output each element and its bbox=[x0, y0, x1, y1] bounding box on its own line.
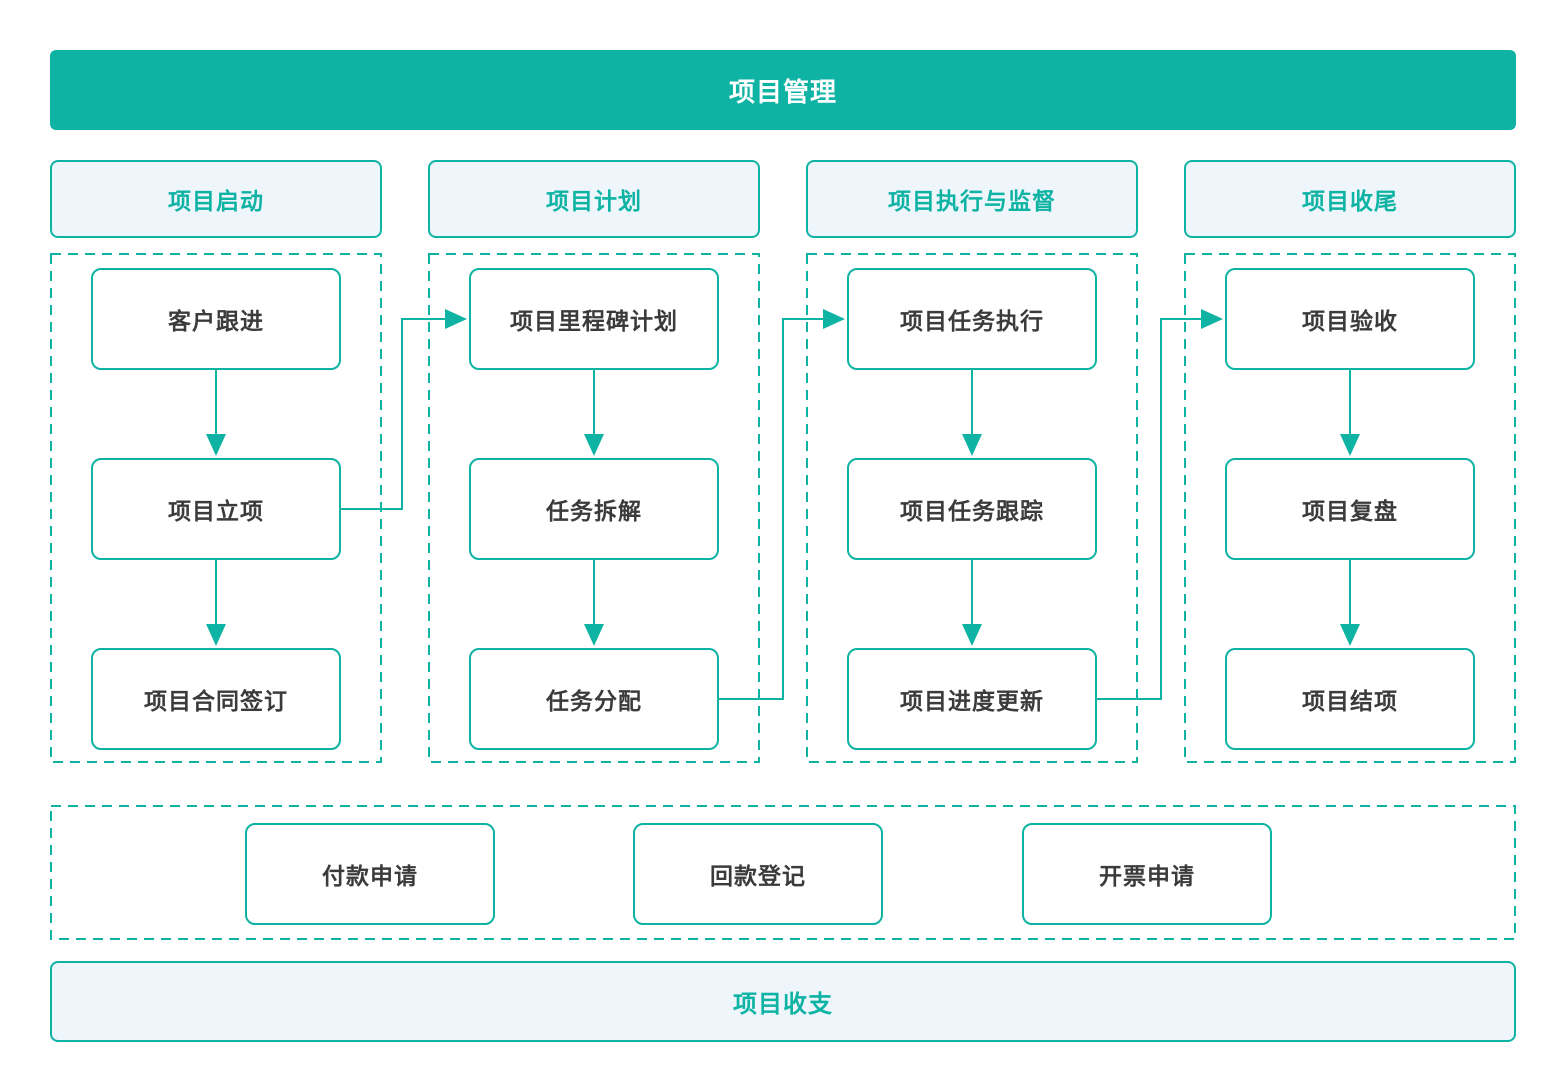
step-project-approval: 项目立项 bbox=[91, 458, 341, 560]
phase-header-planning: 项目计划 bbox=[428, 160, 760, 238]
step-task-breakdown-label: 任务拆解 bbox=[546, 499, 642, 525]
step-project-review-label: 项目复盘 bbox=[1302, 499, 1398, 525]
step-task-breakdown: 任务拆解 bbox=[469, 458, 719, 560]
step-task-execution-label: 项目任务执行 bbox=[900, 309, 1044, 335]
step-task-tracking-label: 项目任务跟踪 bbox=[900, 499, 1044, 525]
income-expense-banner: 项目收支 bbox=[50, 961, 1516, 1042]
step-task-assignment: 任务分配 bbox=[469, 648, 719, 750]
income-expense-banner-label: 项目收支 bbox=[733, 990, 833, 1018]
step-contract-signing: 项目合同签订 bbox=[91, 648, 341, 750]
phase-header-planning-label: 项目计划 bbox=[546, 189, 642, 215]
phase-header-closure-label: 项目收尾 bbox=[1302, 189, 1398, 215]
step-milestone-plan-label: 项目里程碑计划 bbox=[510, 309, 678, 335]
phase-header-initiation: 项目启动 bbox=[50, 160, 382, 238]
step-progress-update: 项目进度更新 bbox=[847, 648, 1097, 750]
main-title-banner: 项目管理 bbox=[50, 50, 1516, 130]
finance-payment-request-label: 付款申请 bbox=[322, 864, 418, 890]
phase-container-initiation: 客户跟进 项目立项 项目合同签订 bbox=[50, 253, 382, 763]
phase-header-initiation-label: 项目启动 bbox=[168, 189, 264, 215]
step-project-closing: 项目结项 bbox=[1225, 648, 1475, 750]
step-project-acceptance-label: 项目验收 bbox=[1302, 309, 1398, 335]
step-customer-followup-label: 客户跟进 bbox=[168, 309, 264, 335]
finance-invoice-request-label: 开票申请 bbox=[1099, 864, 1195, 890]
step-progress-update-label: 项目进度更新 bbox=[900, 689, 1044, 715]
step-customer-followup: 客户跟进 bbox=[91, 268, 341, 370]
step-project-acceptance: 项目验收 bbox=[1225, 268, 1475, 370]
phase-container-planning: 项目里程碑计划 任务拆解 任务分配 bbox=[428, 253, 760, 763]
finance-receipt-register: 回款登记 bbox=[633, 823, 883, 925]
finance-payment-request: 付款申请 bbox=[245, 823, 495, 925]
phase-header-closure: 项目收尾 bbox=[1184, 160, 1516, 238]
step-project-closing-label: 项目结项 bbox=[1302, 689, 1398, 715]
step-milestone-plan: 项目里程碑计划 bbox=[469, 268, 719, 370]
finance-receipt-register-label: 回款登记 bbox=[710, 864, 806, 890]
step-project-approval-label: 项目立项 bbox=[168, 499, 264, 525]
phase-container-execution: 项目任务执行 项目任务跟踪 项目进度更新 bbox=[806, 253, 1138, 763]
step-contract-signing-label: 项目合同签订 bbox=[144, 689, 288, 715]
step-task-tracking: 项目任务跟踪 bbox=[847, 458, 1097, 560]
step-task-execution: 项目任务执行 bbox=[847, 268, 1097, 370]
phase-container-closure: 项目验收 项目复盘 项目结项 bbox=[1184, 253, 1516, 763]
phase-header-execution-label: 项目执行与监督 bbox=[888, 189, 1056, 215]
phase-header-execution: 项目执行与监督 bbox=[806, 160, 1138, 238]
finance-invoice-request: 开票申请 bbox=[1022, 823, 1272, 925]
step-project-review: 项目复盘 bbox=[1225, 458, 1475, 560]
main-title: 项目管理 bbox=[728, 77, 837, 108]
step-task-assignment-label: 任务分配 bbox=[546, 689, 642, 715]
